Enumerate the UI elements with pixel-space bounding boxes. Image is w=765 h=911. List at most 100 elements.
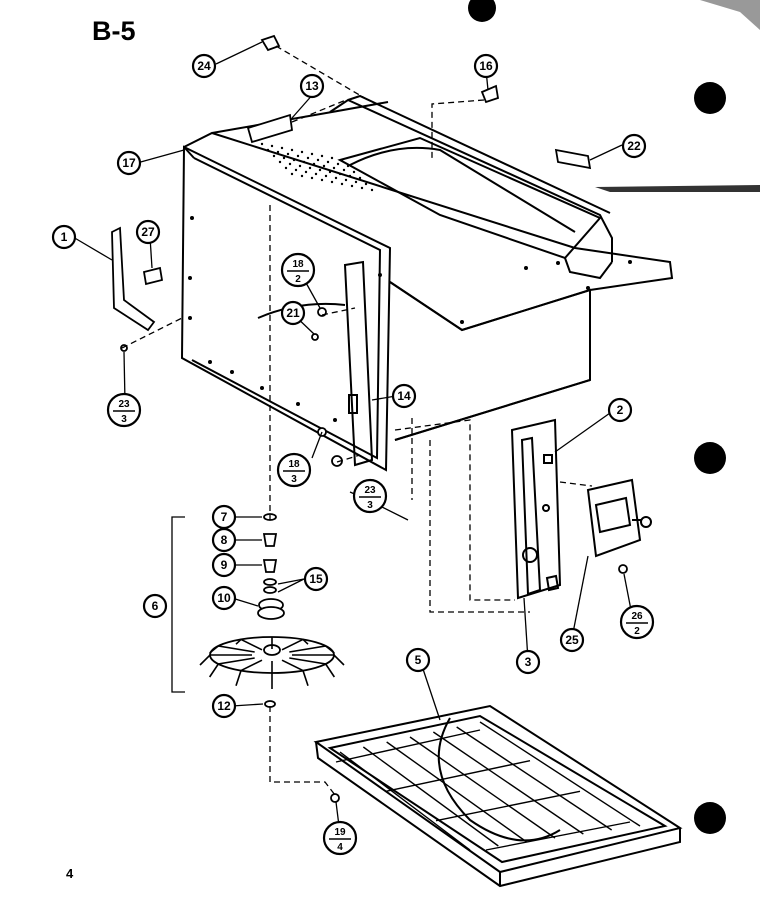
fan-blade — [289, 657, 336, 678]
callout-circle — [135, 219, 161, 245]
callout-circle — [352, 478, 388, 514]
callout-14: 14 — [391, 383, 417, 409]
vent-hole — [292, 158, 296, 162]
callout-number: 12 — [217, 699, 231, 713]
vent-hole — [328, 170, 332, 174]
tray-rib — [362, 746, 499, 847]
fan-blade — [209, 645, 255, 654]
callout-quantity: 3 — [291, 474, 297, 485]
vent-hole — [340, 158, 344, 162]
callout-circle — [405, 647, 431, 673]
callout-circle — [211, 527, 237, 553]
callout-23a: 233 — [106, 392, 142, 428]
callout-number: 14 — [397, 389, 411, 403]
base-panel-edge — [394, 379, 591, 441]
scan-streak — [700, 0, 760, 30]
callout-circle — [276, 452, 312, 488]
callout-23b: 233 — [352, 478, 388, 514]
rear-duct — [329, 98, 613, 262]
tray-rib — [339, 751, 471, 851]
vent-hole — [314, 172, 318, 176]
vent-hole — [304, 170, 308, 174]
callout-3: 3 — [515, 649, 541, 675]
fan-blade — [281, 659, 309, 687]
tray-rib — [432, 731, 584, 835]
vent-hole — [294, 168, 298, 172]
leader-16 — [431, 99, 485, 158]
top-cover — [183, 131, 674, 332]
air-guide-end — [564, 257, 613, 280]
callout-circle — [391, 383, 417, 409]
vent-hole — [290, 172, 294, 176]
callout-circle — [473, 53, 499, 79]
screw — [311, 333, 319, 341]
bracket-plate — [510, 418, 562, 600]
callout-number: 13 — [305, 79, 319, 93]
vent-hole — [282, 156, 286, 160]
vent-hole — [316, 158, 320, 162]
vent-hole — [272, 154, 276, 158]
bracket-hole — [542, 504, 550, 512]
callout-leaders — [72, 41, 632, 827]
callout-24: 24 — [191, 53, 217, 79]
callout-7: 7 — [211, 504, 237, 530]
callout-number: 27 — [141, 225, 155, 239]
switch-body — [586, 478, 642, 558]
fan-blade — [208, 657, 255, 678]
housing-assembly — [180, 94, 674, 472]
callout-15: 15 — [303, 566, 329, 592]
front-frame — [180, 145, 392, 472]
group-bracket-6 — [171, 516, 185, 693]
leader-23a — [121, 317, 183, 349]
vent-hole — [342, 168, 346, 172]
callout-number: 1 — [61, 230, 68, 244]
binder-hole-mark — [694, 82, 726, 114]
vent-hole — [370, 188, 374, 192]
callout-9: 9 — [211, 552, 237, 578]
tray-inner — [327, 714, 668, 864]
vent-hole — [326, 160, 330, 164]
callout-number: 21 — [286, 306, 300, 320]
callout-number: 8 — [221, 533, 228, 547]
callout-circle — [619, 604, 655, 640]
vent-hole — [296, 154, 300, 158]
vent-hole — [344, 178, 348, 182]
vent-hole — [306, 156, 310, 160]
callout-number: 18 — [288, 459, 300, 470]
callout-1: 1 — [51, 224, 77, 250]
drip-tray — [313, 704, 683, 888]
tray-rib — [386, 741, 528, 843]
callout-number: 9 — [221, 558, 228, 572]
callout-8: 8 — [211, 527, 237, 553]
tray-rib — [435, 790, 581, 822]
tray-grid — [335, 721, 641, 851]
vent-hole — [300, 150, 304, 154]
leader-bracket — [394, 419, 515, 601]
binder-hole-mark — [694, 802, 726, 834]
callout-circle — [515, 649, 541, 675]
vent-hole — [298, 164, 302, 168]
callout-27: 27 — [135, 219, 161, 245]
callout-17: 17 — [116, 150, 142, 176]
callout-number: 24 — [197, 59, 211, 73]
assembly-lines — [121, 45, 593, 796]
callout-quantity: 3 — [121, 414, 127, 425]
callout-circle — [299, 73, 325, 99]
part-16 — [480, 84, 500, 104]
scan-streak — [595, 185, 760, 192]
fan-blade — [281, 638, 309, 651]
vent-hole — [364, 182, 368, 186]
vent-hole — [322, 164, 326, 168]
callout-19: 194 — [322, 820, 358, 856]
callout-number: 26 — [631, 611, 643, 622]
callout-22: 22 — [621, 133, 647, 159]
callout-circle — [142, 593, 168, 619]
vent-hole — [300, 174, 304, 178]
callout-circle — [621, 133, 647, 159]
switch-assembly — [586, 478, 652, 558]
side-bracket — [343, 260, 374, 467]
loose-parts — [111, 34, 628, 803]
callout-18a: 182 — [280, 252, 316, 288]
vent-hole — [330, 156, 334, 160]
